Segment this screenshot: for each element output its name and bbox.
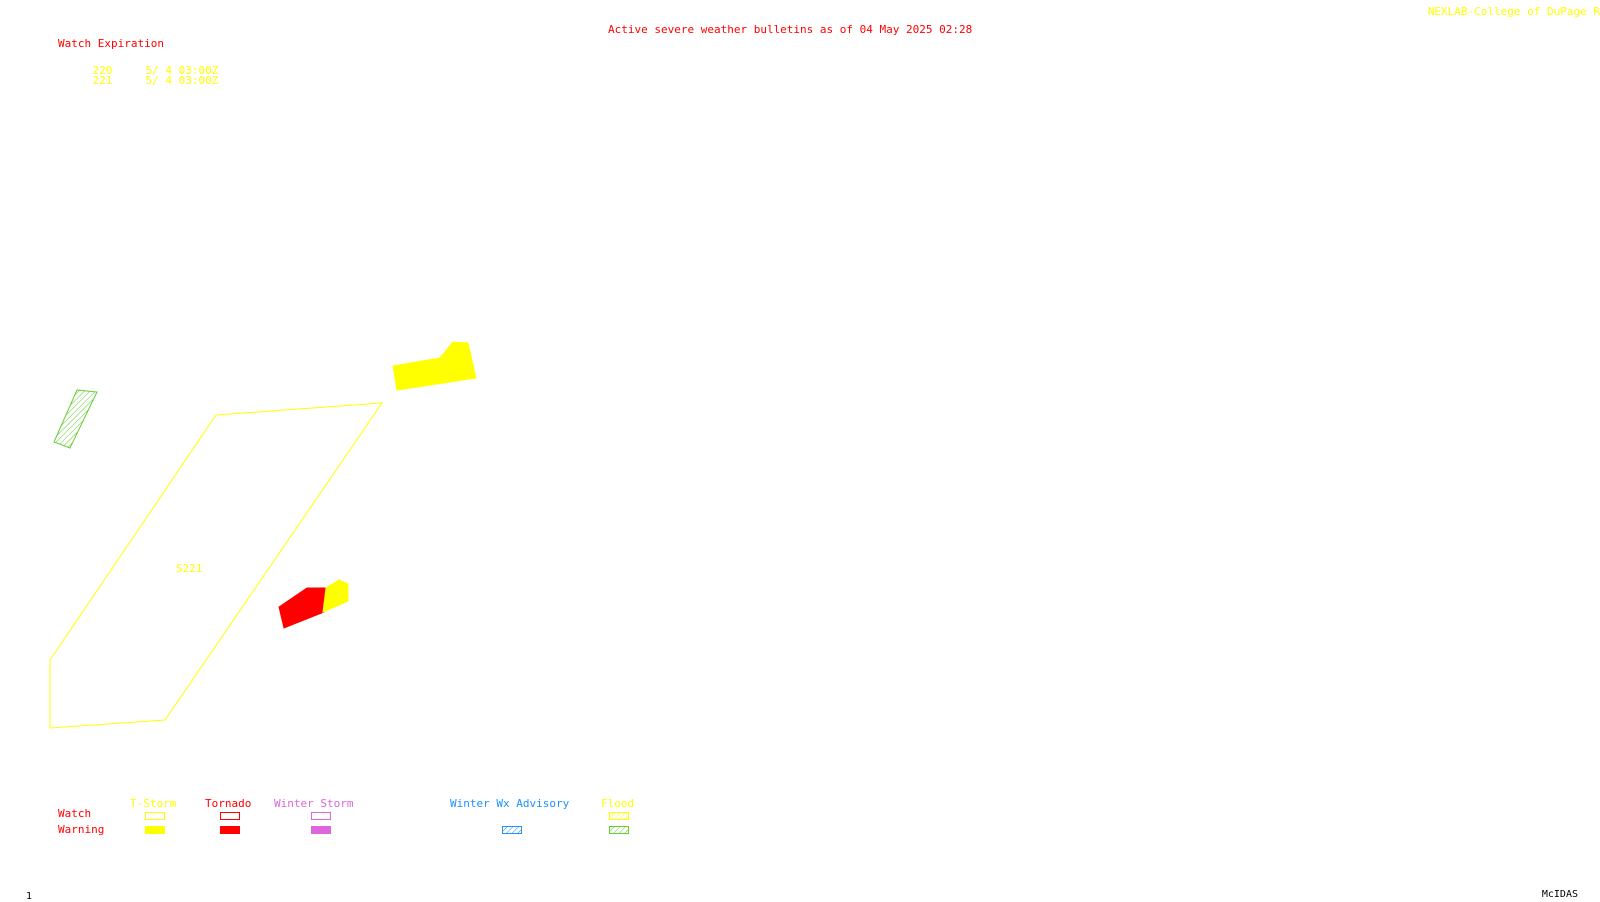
legend-swatch-tstorm-watch <box>145 812 165 820</box>
software-label: McIDAS <box>1541 889 1578 900</box>
tstorm-warning-polygon <box>392 341 477 391</box>
tornado-warning-polygon <box>278 587 327 629</box>
watch-label-s221: S221 <box>176 562 203 575</box>
tstorm-watch-outline <box>49 402 383 729</box>
legend-label-flood: Flood <box>601 797 635 810</box>
source-credit: NEXLAB-College of DuPage R <box>1427 5 1600 18</box>
legend-swatch-tstorm-warning <box>145 826 165 834</box>
watch-expires: 5/ 4 03:00Z <box>145 64 219 77</box>
legend-swatch-winter-wx-advisory <box>502 826 522 834</box>
legend-label-winter-storm: Winter Storm <box>274 797 354 810</box>
watch-expiration-row: 221 5/ 4 03:00Z <box>66 64 219 97</box>
watch-expires: 5/ 4 03:00Z <box>145 74 219 87</box>
bulletin-title: Active severe weather bulletins as of 04… <box>608 23 973 36</box>
watch-id: 221 <box>92 74 113 87</box>
legend-swatch-flood-watch <box>609 812 629 820</box>
legend-label-tstorm: T-Storm <box>130 797 177 810</box>
watch-expiration-row: 220 5/ 4 03:00Z <box>66 54 219 87</box>
legend-swatch-flood-warning <box>609 826 629 834</box>
legend-label-tornado: Tornado <box>205 797 252 810</box>
legend-swatch-tornado-warning <box>220 826 240 834</box>
frame-number: 1 <box>26 891 33 902</box>
watch-expiration-heading: Watch Expiration <box>58 37 164 50</box>
legend-label-winter-wx-advisory: Winter Wx Advisory <box>450 797 570 810</box>
legend-swatch-winter-storm-watch <box>311 812 331 820</box>
legend-swatch-tornado-watch <box>220 812 240 820</box>
legend-row-warning: Warning <box>58 823 105 836</box>
legend-swatch-winter-storm-warning <box>311 826 331 834</box>
flood-warning-polygon <box>53 389 98 449</box>
legend-row-watch: Watch <box>58 807 92 820</box>
tstorm-warning-polygon-small <box>322 579 349 613</box>
watch-id: 220 <box>92 64 113 77</box>
